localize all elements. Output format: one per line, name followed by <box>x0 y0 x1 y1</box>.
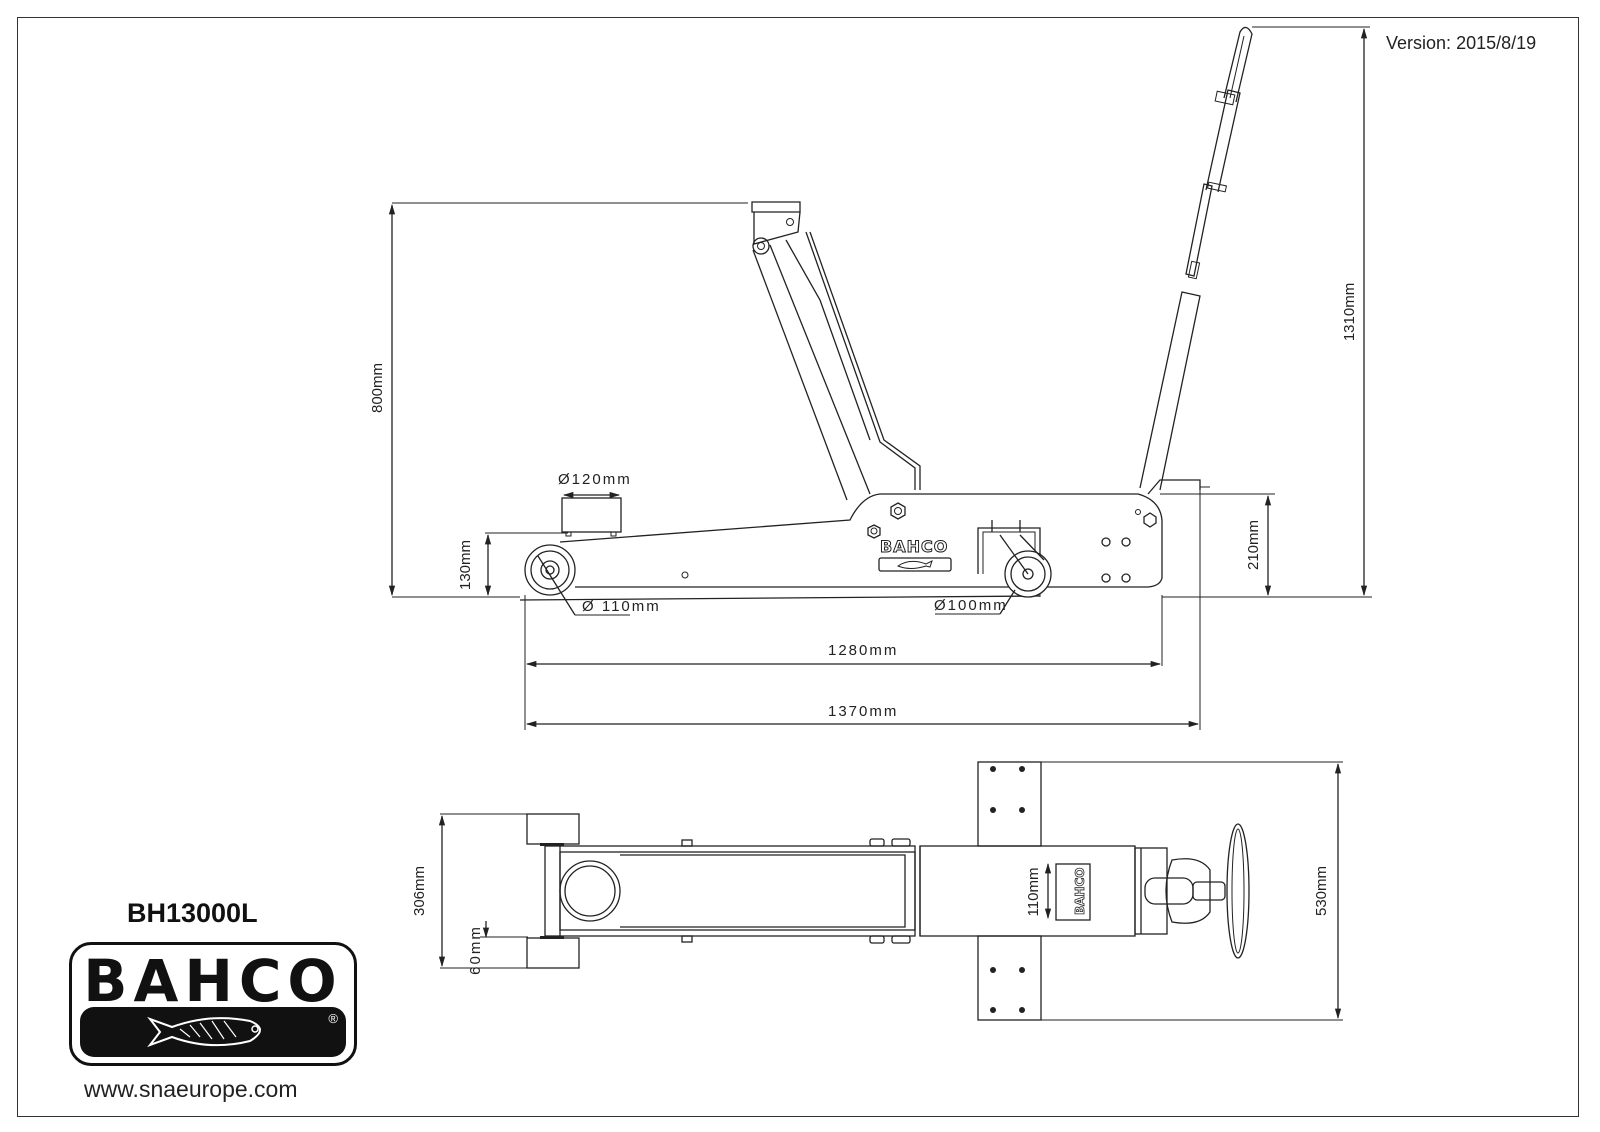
svg-text:110mm: 110mm <box>1025 868 1042 917</box>
svg-text:1280mm: 1280mm <box>828 642 898 659</box>
version-label: Version: <box>1386 33 1452 53</box>
svg-text:60mm: 60mm <box>467 925 484 975</box>
website-link[interactable]: www.snaeurope.com <box>84 1076 298 1102</box>
top-view: 306mm 60mm <box>411 761 1343 1021</box>
model-number: BH13000L <box>127 898 258 928</box>
svg-text:1310mm: 1310mm <box>1341 283 1358 341</box>
bahco-logo: BAHCO ® <box>69 942 357 1066</box>
side-view: 800mm 130mm Ø120mm Ø 110mm <box>369 26 1372 730</box>
registered-mark: ® <box>328 1011 338 1026</box>
svg-text:306mm: 306mm <box>411 866 428 916</box>
svg-text:530mm: 530mm <box>1313 866 1330 916</box>
logo-fish-band: ® <box>80 1007 346 1057</box>
svg-text:130mm: 130mm <box>457 540 474 590</box>
svg-text:Ø 110mm: Ø 110mm <box>582 598 661 615</box>
dim-800: 800mm <box>369 363 386 413</box>
chassis-brand-label: BAHCO <box>880 537 948 556</box>
svg-text:Ø100mm: Ø100mm <box>934 597 1008 614</box>
logo-wordmark: BAHCO <box>83 947 343 1015</box>
top-chassis-brand-label: BAHCO <box>1073 868 1087 915</box>
svg-text:1370mm: 1370mm <box>828 703 898 720</box>
drawing-border <box>17 17 1579 1117</box>
svg-text:210mm: 210mm <box>1245 520 1262 570</box>
fish-icon <box>147 1016 261 1048</box>
version-value: 2015/8/19 <box>1456 33 1537 53</box>
svg-text:Ø120mm: Ø120mm <box>558 471 632 488</box>
version-stamp: Version: 2015/8/19 <box>1386 33 1536 54</box>
